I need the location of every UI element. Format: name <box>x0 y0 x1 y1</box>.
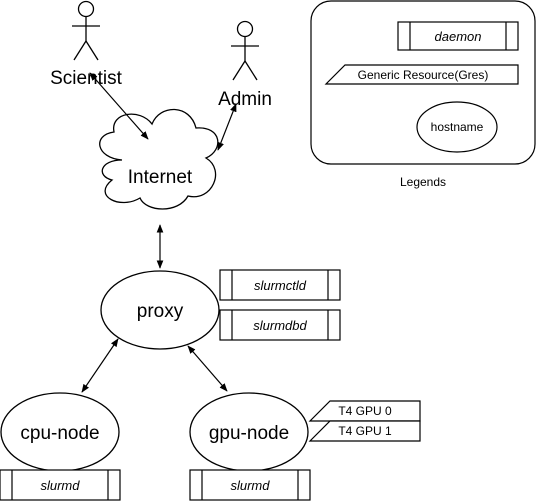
slurmdbd-label: slurmdbd <box>253 318 307 333</box>
proxy-gpu-connector <box>187 345 228 392</box>
internet-label: Internet <box>128 167 193 188</box>
legend-title: Legends <box>400 175 446 189</box>
legend-gres-shape <box>324 64 519 85</box>
admin-label: Admin <box>218 89 272 110</box>
cpu-node-label: cpu-node <box>20 423 99 444</box>
internet-cloud-shape <box>99 108 219 210</box>
legend-daemon-box <box>397 21 519 51</box>
gres-gpu1-label: T4 GPU 1 <box>338 424 392 438</box>
slurmdbd-daemon-box <box>219 309 341 341</box>
slurmd-gpu-label: slurmd <box>230 478 270 493</box>
admin-actor-icon <box>231 20 259 81</box>
scientist-internet-connector <box>89 72 149 140</box>
proxy-cpu-connector <box>81 338 119 393</box>
slurmd-cpu-daemon-box <box>0 469 121 501</box>
legend-gres-label: Generic Resource(Gres) <box>358 68 489 82</box>
legend-hostname-label: hostname <box>431 120 484 134</box>
legend-hostname-shape <box>416 101 498 153</box>
admin-internet-connector <box>217 103 237 151</box>
proxy-node-shape <box>100 270 220 350</box>
legend-daemon-label: daemon <box>435 29 482 44</box>
scientist-label: Scientist <box>50 68 123 89</box>
scientist-actor-icon <box>72 0 100 61</box>
gres-gpu1-shape <box>308 420 421 442</box>
slurmctld-label: slurmctld <box>254 278 307 293</box>
connector-lines <box>81 72 237 393</box>
gpu-node-label: gpu-node <box>209 423 289 444</box>
gres-gpu0-label: T4 GPU 0 <box>338 404 392 418</box>
proxy-label: proxy <box>137 301 184 322</box>
slurmd-cpu-label: slurmd <box>40 478 80 493</box>
slurmctld-daemon-box <box>219 269 341 301</box>
slurmd-gpu-daemon-box <box>189 469 311 501</box>
